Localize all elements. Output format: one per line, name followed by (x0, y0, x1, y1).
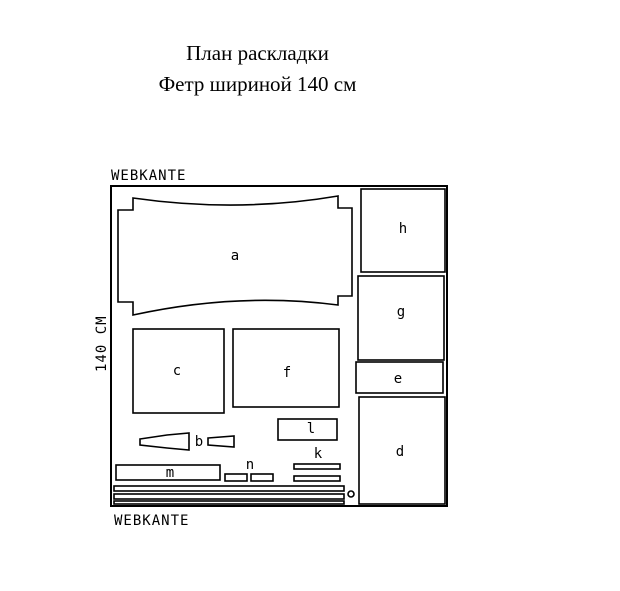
strip-1 (113, 485, 345, 492)
title-block: План раскладки Фетр шириной 140 см (0, 38, 515, 100)
page-subtitle: Фетр шириной 140 см (158, 72, 357, 96)
piece-l-label: l (307, 421, 315, 437)
piece-n-1 (224, 473, 248, 482)
piece-m-label: m (166, 465, 174, 481)
piece-c-label: c (173, 363, 181, 379)
piece-n-2 (250, 473, 274, 482)
piece-d-label: d (396, 444, 404, 460)
piece-d (358, 396, 446, 505)
piece-h (360, 188, 446, 273)
piece-b-large (139, 432, 190, 451)
piece-f (232, 328, 340, 408)
piece-e (355, 361, 444, 394)
piece-g-label: g (397, 304, 405, 320)
piece-c (132, 328, 225, 414)
piece-a-label: a (231, 248, 239, 264)
piece-b-small (207, 435, 235, 448)
small-circle (347, 490, 355, 498)
piece-h-label: h (399, 221, 407, 237)
bottom-edge-label: WEBKANTE (114, 513, 189, 529)
width-label: 140 CM (94, 315, 110, 372)
piece-m (115, 464, 221, 481)
page-title: План раскладки (186, 41, 329, 65)
strip-3 (113, 500, 345, 505)
piece-b-label: b (195, 434, 203, 450)
strip-2 (113, 493, 345, 500)
piece-g (357, 275, 445, 361)
piece-k-label: k (314, 446, 323, 462)
piece-n-label: n (246, 457, 254, 473)
piece-e-label: e (394, 371, 402, 387)
piece-k-strip-2 (293, 475, 341, 482)
piece-l (277, 418, 338, 441)
piece-f-label: f (283, 365, 291, 381)
piece-a (117, 195, 353, 316)
piece-k-strip-1 (293, 463, 341, 470)
top-edge-label: WEBKANTE (111, 168, 186, 184)
felt-sheet-outline (110, 185, 448, 507)
